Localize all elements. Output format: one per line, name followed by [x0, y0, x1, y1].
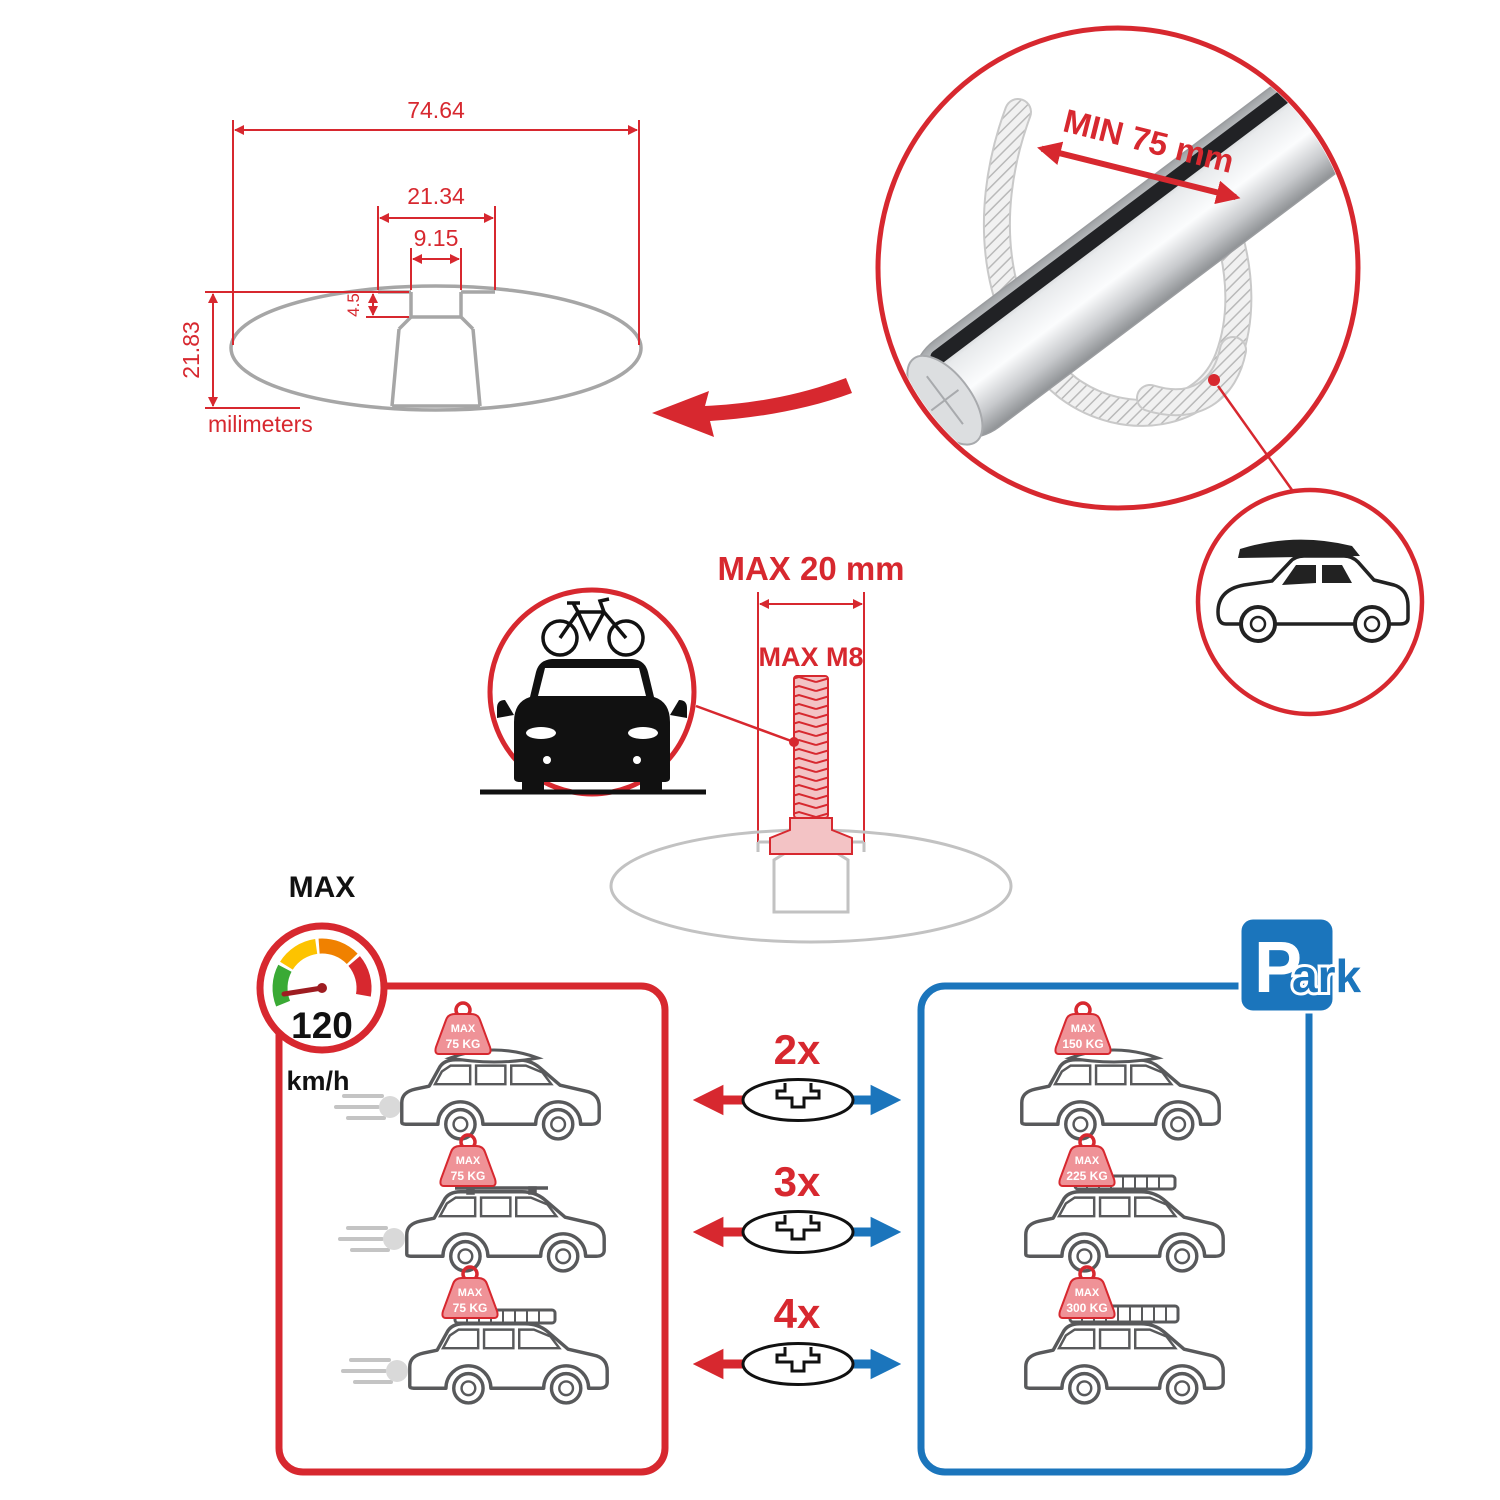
- parking-sign-suffix: ark: [1292, 950, 1361, 1002]
- min-span-arrow: [1037, 141, 1241, 205]
- gauge-segment-yellow: [280, 938, 318, 971]
- clamp-anchor-dot: [1208, 374, 1220, 386]
- load-tag: MAX 75 KG: [433, 1001, 493, 1056]
- roofbox-car-circle: [1195, 487, 1425, 717]
- gauge-units: km/h: [286, 1066, 349, 1096]
- crossbar-profile-icon: [741, 1078, 855, 1122]
- t-bolt-icon: [769, 675, 853, 855]
- gauge-needle: [281, 985, 325, 997]
- units-label: milimeters: [208, 411, 313, 437]
- svg-text:MAX: MAX: [1071, 1023, 1096, 1035]
- bar-closeup-circle: MIN 75 mm: [875, 25, 1361, 511]
- quantity-row-2x: 2x: [692, 1026, 902, 1122]
- svg-text:MAX: MAX: [458, 1287, 483, 1299]
- svg-text:MAX: MAX: [451, 1023, 476, 1035]
- closeup-pointer-arrow-icon: [652, 378, 852, 437]
- svg-text:MAX: MAX: [1075, 1155, 1100, 1167]
- slot-outer-label: 21.34: [407, 183, 465, 209]
- parking-sign-square: [1238, 916, 1336, 1014]
- bike-car-circle: [480, 587, 706, 797]
- quantity-row-3x: 3x: [692, 1158, 902, 1254]
- slot-opening-label: 9.15: [414, 225, 459, 251]
- roof-rack-icon: [455, 1186, 548, 1195]
- load-tag: MAX 75 KG: [438, 1133, 498, 1188]
- gauge-segment-red: [348, 956, 372, 997]
- bolt-spec-section: MAX 20 mm MAX M8: [480, 550, 1013, 944]
- total-height-label: 21.83: [178, 321, 204, 379]
- svg-text:75 KG: 75 KG: [446, 1037, 481, 1051]
- parked-cars: MAX 150 KG MAX 225 KG MAX 300 KG: [1020, 1001, 1225, 1405]
- svg-text:MAX: MAX: [456, 1155, 481, 1167]
- crossbar-profile-icon: [741, 1210, 855, 1254]
- quantity-label: 3x: [774, 1158, 821, 1205]
- svg-text:75 KG: 75 KG: [451, 1169, 486, 1183]
- total-width-label: 74.64: [407, 97, 465, 123]
- gauge-max-label: MAX: [289, 871, 356, 904]
- speed-gauge: MAX 120 km/h: [256, 871, 388, 1096]
- clamp-strap: [984, 100, 1251, 425]
- svg-text:300 KG: 300 KG: [1066, 1301, 1107, 1315]
- bicycle-icon: [541, 597, 645, 657]
- svg-text:MAX: MAX: [1075, 1287, 1100, 1299]
- bar-profile-ellipse: [229, 284, 643, 412]
- max-thread-label: MAX M8: [758, 642, 863, 672]
- cross-section-drawing: 74.64 21.34 9.15 4.5 21.83 milimeters: [178, 97, 643, 437]
- quantity-label: 2x: [774, 1026, 821, 1073]
- car-front-icon: [497, 659, 687, 791]
- max-bolt-width-label: MAX 20 mm: [717, 550, 904, 587]
- quantity-row-4x: 4x: [692, 1290, 902, 1386]
- gauge-value: 120: [291, 1005, 353, 1046]
- bolt-anchor-dot: [789, 737, 799, 747]
- roofbox-car-icon: [1216, 539, 1410, 643]
- driving-cars: MAX 75 KG MAX 75 KG MAX 75 KG: [334, 1001, 609, 1405]
- load-tag: MAX 300 KG: [1057, 1265, 1117, 1320]
- svg-text:225 KG: 225 KG: [1066, 1169, 1107, 1183]
- quantity-label: 4x: [774, 1290, 821, 1337]
- gauge-segment-orange: [318, 938, 358, 965]
- parking-sign-p: P: [1254, 928, 1302, 1008]
- connector-line: [1216, 385, 1299, 498]
- gauge-segment-green: [272, 964, 292, 1007]
- svg-text:150 KG: 150 KG: [1062, 1037, 1103, 1051]
- t-slot-profile: [378, 290, 495, 408]
- bar-rubber-channel: [930, 53, 1338, 365]
- clamp-front: [1138, 338, 1245, 415]
- crossbar-profile-icon: [741, 1342, 855, 1386]
- load-tag: MAX 150 KG: [1053, 1001, 1113, 1056]
- load-tag: MAX 225 KG: [1057, 1133, 1117, 1188]
- gauge-hub: [317, 983, 327, 993]
- closeup-border: [875, 25, 1361, 511]
- parking-sign: P ark: [1238, 916, 1364, 1014]
- svg-text:75 KG: 75 KG: [453, 1301, 488, 1315]
- connector-line: [695, 704, 795, 744]
- load-tag: MAX 75 KG: [440, 1265, 500, 1320]
- lip-depth-label: 4.5: [344, 293, 363, 317]
